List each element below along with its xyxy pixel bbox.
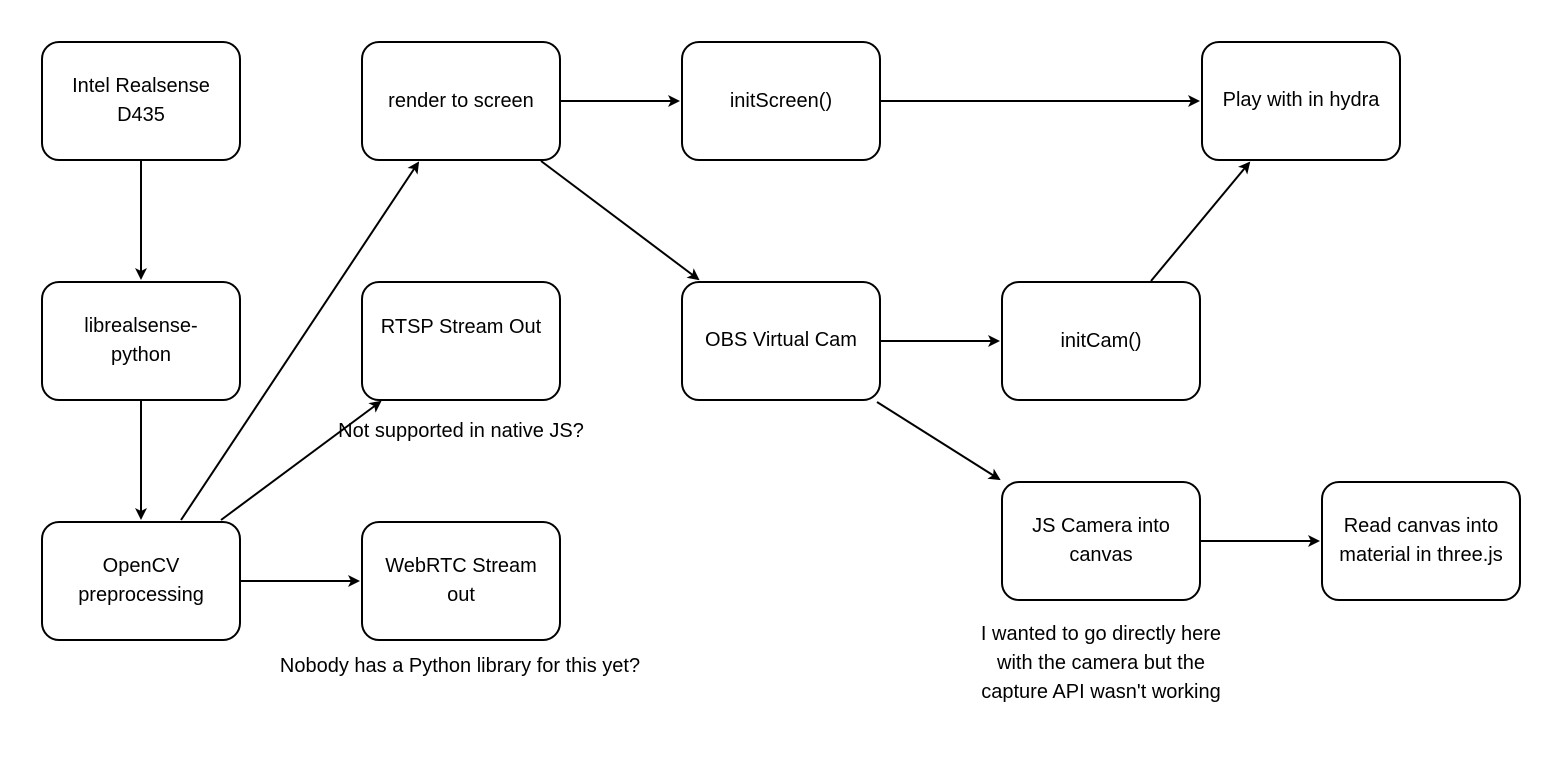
node-librealsense-python[interactable]: librealsense-python [41,281,241,401]
node-js-camera-into-canvas-label: JS Camera into canvas [1032,515,1170,566]
note-js-camera-line-1: I wanted to go directly here [980,623,1222,645]
node-play-with-in-hydra-label: Play with in hydra [1222,88,1380,111]
node-render-to-screen[interactable]: render to screen [361,41,561,161]
node-webrtc-stream-out-label: WebRTC Stream out [385,555,537,606]
node-read-canvas-into-material[interactable]: Read canvas into material in three.js [1321,481,1521,601]
arrow-opencv-to-rtsp [220,400,382,521]
node-intel-realsense-label: Intel Realsense D435 [72,75,210,126]
note-webrtc-no-python-library: Nobody has a Python library for this yet… [279,655,641,677]
arrow-obs-to-jscamera [876,401,1001,481]
note-js-camera-capture-api: I wanted to go directly here with the ca… [946,620,1256,707]
node-webrtc-stream-out[interactable]: WebRTC Stream out [361,521,561,641]
node-librealsense-python-label: librealsense-python [84,315,198,366]
node-obs-virtual-cam[interactable]: OBS Virtual Cam [681,281,881,401]
node-rtsp-stream-out[interactable]: RTSP Stream Out [361,281,561,401]
note-js-camera-line-2: with the camera but the [997,652,1205,674]
node-init-cam-label: initCam() [1060,329,1142,352]
node-js-camera-into-canvas[interactable]: JS Camera into canvas [1001,481,1201,601]
note-js-camera-line-3: capture API wasn't working [981,681,1221,703]
node-obs-virtual-cam-label: OBS Virtual Cam [705,328,857,351]
note-rtsp-not-supported: Not supported in native JS? [338,420,584,442]
arrow-initcam-to-hydra [1150,161,1251,282]
node-opencv-preprocessing-label: OpenCV preprocessing [78,555,204,606]
node-read-canvas-into-material-label: Read canvas into material in three.js [1339,515,1503,566]
node-play-with-in-hydra[interactable]: Play with in hydra [1201,41,1401,161]
node-init-screen-label: initScreen() [729,89,833,112]
node-init-screen[interactable]: initScreen() [681,41,881,161]
node-init-cam[interactable]: initCam() [1001,281,1201,401]
node-intel-realsense[interactable]: Intel Realsense D435 [41,41,241,161]
node-rtsp-stream-out-label: RTSP Stream Out [380,315,542,338]
arrow-opencv-to-render [180,161,420,521]
node-render-to-screen-label: render to screen [388,89,534,112]
node-opencv-preprocessing[interactable]: OpenCV preprocessing [41,521,241,641]
arrow-render-to-obs [540,160,700,281]
